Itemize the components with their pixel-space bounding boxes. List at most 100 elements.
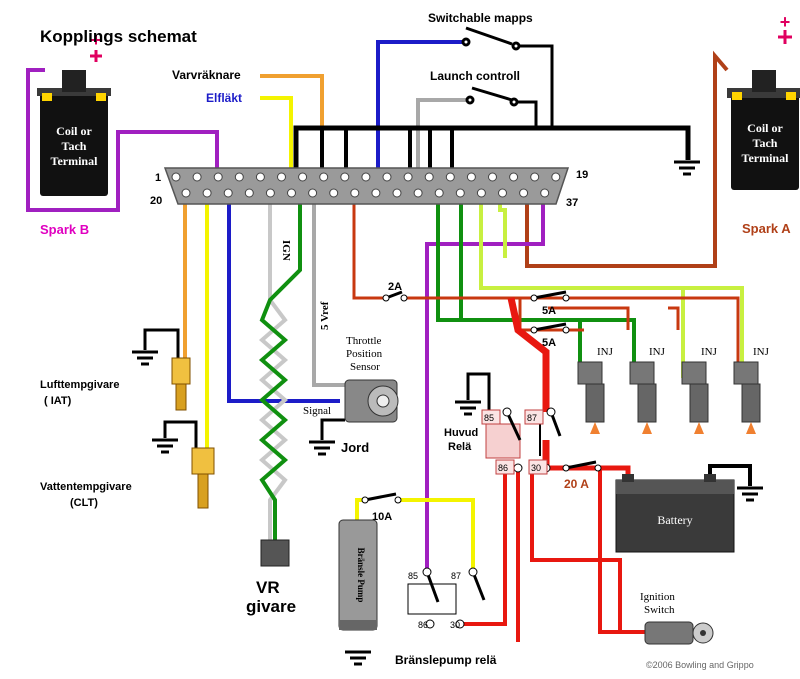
inj-label-4: INJ [753, 346, 770, 358]
pump-rela-pin-30: 30 [450, 620, 460, 630]
huvud-rela [481, 407, 562, 475]
inj-label-1: INJ [597, 346, 614, 358]
connector-pin [329, 188, 339, 198]
connector-pin [202, 188, 212, 198]
wire-tps-signal [227, 190, 340, 403]
coil-a [727, 30, 800, 190]
huvud-rela-label-1: Huvud [444, 427, 478, 439]
huvud-rela-label-2: Relä [448, 441, 472, 453]
wire-launch-controll [416, 98, 470, 178]
launch-controll-label: Launch controll [430, 69, 520, 83]
spark-b-label: Spark B [40, 222, 89, 237]
rela-pin-87: 87 [527, 413, 537, 423]
vr-sensor [260, 539, 290, 567]
ground-symbol-tps [307, 440, 337, 456]
connector-pin [181, 188, 191, 198]
wire-ground-drops [320, 128, 454, 178]
tps-label-2: Position [346, 348, 383, 360]
pin-19-label: 19 [576, 169, 588, 181]
fuse-20a [562, 460, 602, 472]
injector [629, 361, 657, 434]
coil-a-label-3: Terminal [742, 151, 790, 165]
db37-connector [163, 167, 570, 205]
connector-pin [223, 188, 233, 198]
connector-pin [277, 172, 286, 182]
wire-spark-a [525, 50, 729, 268]
signal-label: Signal [303, 405, 331, 417]
tps-label-3: Sensor [350, 361, 380, 373]
varvraknare-label: Varvräknare [172, 68, 241, 82]
tps-label-1: Throttle [346, 335, 382, 347]
rela-pin-86: 86 [498, 463, 508, 473]
wire-ignition [598, 468, 645, 634]
connector-pin [371, 188, 381, 198]
connector-pin [519, 188, 529, 198]
pump-rela [407, 567, 486, 629]
connector-pin [413, 188, 423, 198]
fuse-5a-1-label: 5A [542, 305, 556, 317]
pin-1-label: 1 [155, 172, 161, 184]
diagram-title: Kopplings schemat [40, 27, 197, 46]
clt-label-2: (CLT) [70, 497, 98, 509]
coil-b-label-3: Terminal [51, 154, 99, 168]
injector [577, 361, 605, 434]
coil-a-label-2: Tach [753, 136, 778, 150]
wire-switchable-mapps [376, 40, 463, 178]
connector-pin [434, 188, 444, 198]
injector [733, 361, 761, 434]
wire-ground-bus [293, 125, 691, 178]
wire-pump-relay-trigger [425, 190, 545, 570]
fuse-5a-2-label: 5A [542, 337, 556, 349]
connector-pin [455, 188, 465, 198]
connector-pin [244, 188, 254, 198]
ignition-switch [644, 621, 714, 645]
wire-tps-ground [320, 418, 345, 440]
iat-label-2: ( IAT) [44, 395, 72, 407]
connector-pin [298, 172, 308, 182]
wire-elflakt [260, 96, 293, 178]
fuse-10a-label: 10A [372, 511, 392, 523]
connector-pin [403, 172, 413, 182]
pins-bottom [181, 188, 550, 198]
wire-green-pin [436, 180, 636, 378]
connector-pin [392, 188, 402, 198]
ignition-label-2: Switch [644, 604, 675, 616]
iat-sensor [171, 357, 191, 411]
connector-pin [466, 172, 476, 182]
coil-a-plus: + [780, 12, 791, 32]
injectors [577, 361, 761, 434]
spark-a-label: Spark A [742, 221, 791, 236]
vr-label-1: VR [256, 578, 280, 597]
ground-symbol-rela [453, 400, 483, 416]
ground-symbol-clt [150, 438, 180, 454]
wire-iat-ground [143, 328, 180, 360]
inj-label-2: INJ [649, 346, 666, 358]
inj-label-3: INJ [701, 346, 718, 358]
vr-label-2: givare [246, 597, 296, 616]
connector-pin [340, 172, 350, 182]
switchable-mapps-label: Switchable mapps [428, 11, 533, 25]
pin-20-label: 20 [150, 195, 162, 207]
coil-b-label-1: Coil or [56, 124, 92, 138]
connector-pin [350, 188, 360, 198]
pins-top [171, 172, 561, 182]
clt-sensor [191, 447, 215, 509]
connector-pin [319, 172, 329, 182]
ground-symbol-iat [130, 350, 160, 366]
ground-symbol-battery [735, 486, 765, 502]
wire-clt-ground [163, 420, 198, 448]
wire-spark-b [26, 68, 219, 212]
connector-pin [530, 172, 540, 182]
connector-pin [234, 172, 244, 182]
ground-symbol-pump [343, 650, 373, 666]
connector-pin [171, 172, 181, 182]
battery-label: Battery [657, 513, 692, 527]
injector [681, 361, 709, 434]
connector-pin [509, 172, 519, 182]
ign-label: IGN [280, 240, 292, 261]
connector-pin [476, 188, 486, 198]
iat-label-1: Lufttempgivare [40, 379, 119, 391]
connector-pin [551, 172, 561, 182]
pin-37-label: 37 [566, 197, 578, 209]
